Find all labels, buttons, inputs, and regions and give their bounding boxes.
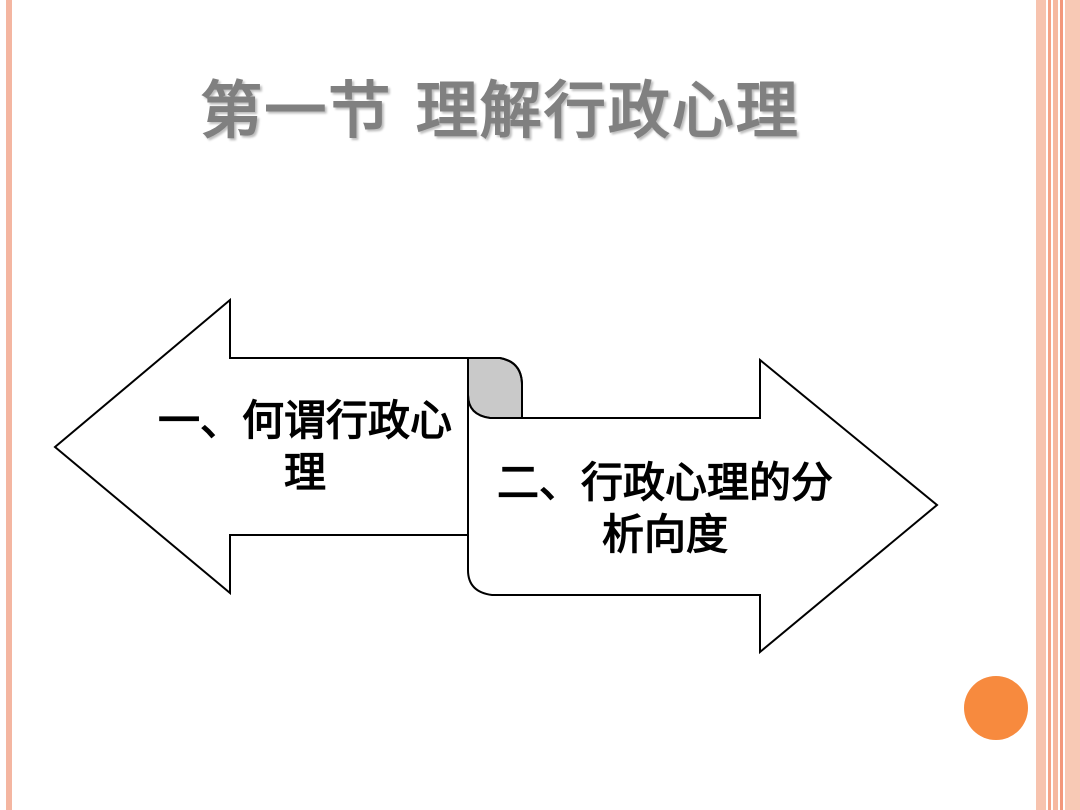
- right-arrow-label: 二、行政心理的分析向度: [496, 458, 833, 559]
- left-arrow-label: 一、何谓行政心理: [157, 396, 452, 497]
- decorative-circle-icon: [964, 676, 1028, 740]
- scroll-curl-top: [468, 357, 523, 386]
- right-frame-stripes: [1036, 0, 1080, 810]
- scroll-fold-shape: [467, 357, 523, 419]
- right-arrow-shape: [467, 357, 939, 655]
- slide-title: 第一节 理解行政心理: [200, 74, 800, 147]
- left-frame-stripe: [6, 0, 12, 810]
- left-arrow-shape: [53, 297, 469, 596]
